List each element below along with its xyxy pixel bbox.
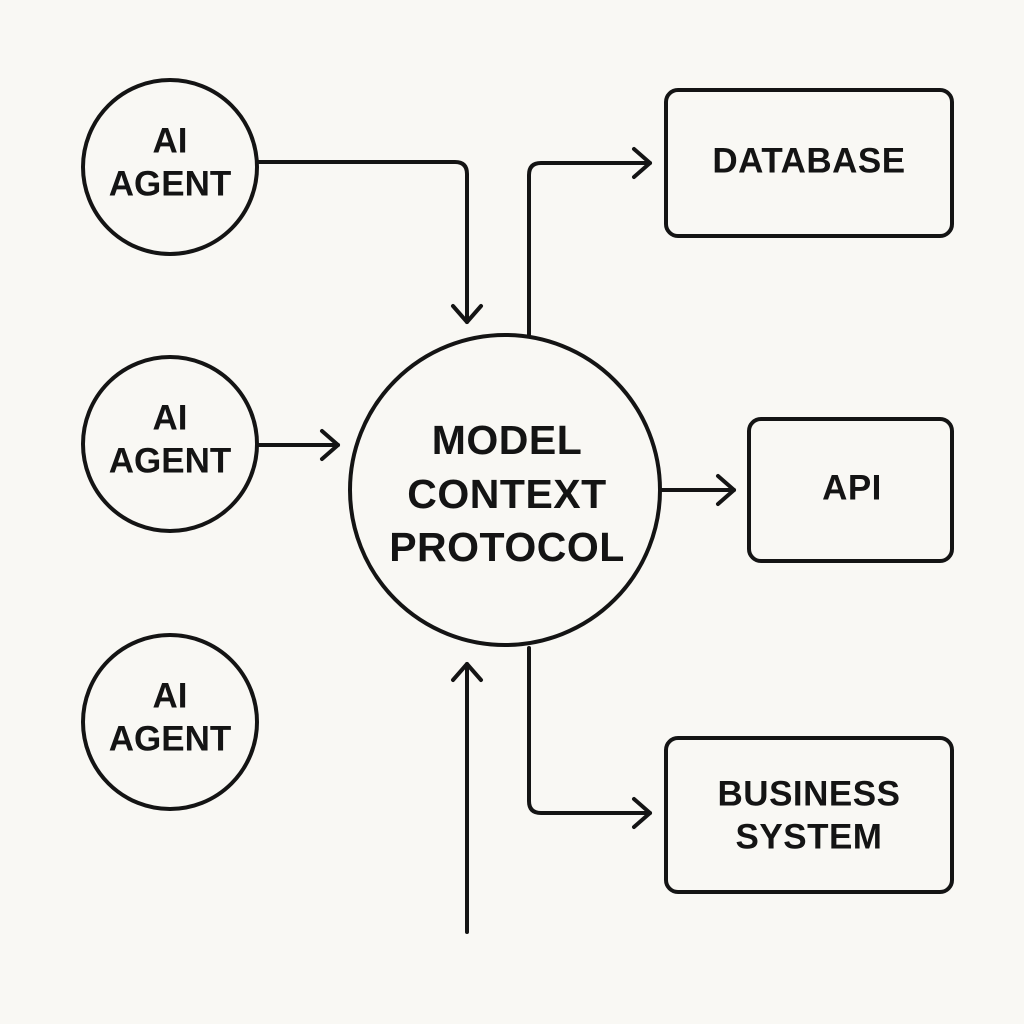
agent-node: AI AGENT (81, 633, 259, 811)
hub-label-line3: PROTOCOL (389, 524, 625, 570)
arrowhead-hub-to-api (716, 474, 736, 506)
agent-label-line1: AI (153, 121, 188, 160)
mcp-hub-circle (348, 333, 662, 647)
database-node: DATABASE (664, 88, 954, 238)
connector-hub-to-business-system (527, 646, 652, 815)
arrowhead-bottom-to-hub (451, 662, 483, 682)
api-box (747, 417, 954, 563)
hub-label-line2: CONTEXT (407, 471, 606, 517)
arrowhead-hub-to-database (632, 147, 652, 179)
database-box (664, 88, 954, 238)
agent-circle (81, 355, 259, 533)
agent-node: AI AGENT (81, 78, 259, 256)
agent-label-line2: AGENT (109, 164, 232, 203)
api-label: API (822, 468, 882, 507)
arrowhead-agent2-to-hub (320, 429, 340, 461)
business-system-label-line1: BUSINESS (718, 774, 901, 813)
arrowhead-agent1-to-hub (451, 304, 483, 324)
mcp-hub-node: MODEL CONTEXT PROTOCOL (348, 333, 662, 647)
connector-hub-to-database (527, 161, 652, 338)
business-system-box (664, 736, 954, 894)
database-label: DATABASE (712, 141, 905, 180)
business-system-label-line2: SYSTEM (736, 817, 883, 856)
api-node: API (747, 417, 954, 563)
agent-node: AI AGENT (81, 355, 259, 533)
connector-agent1-to-hub (256, 160, 469, 324)
hub-label-line1: MODEL (432, 417, 583, 463)
agent-label-line2: AGENT (109, 719, 232, 758)
agent-label-line1: AI (153, 398, 188, 437)
agent-circle (81, 78, 259, 256)
business-system-node: BUSINESS SYSTEM (664, 736, 954, 894)
arrowhead-hub-to-business-system (632, 797, 652, 829)
agent-circle (81, 633, 259, 811)
agent-label-line1: AI (153, 676, 188, 715)
agent-label-line2: AGENT (109, 441, 232, 480)
